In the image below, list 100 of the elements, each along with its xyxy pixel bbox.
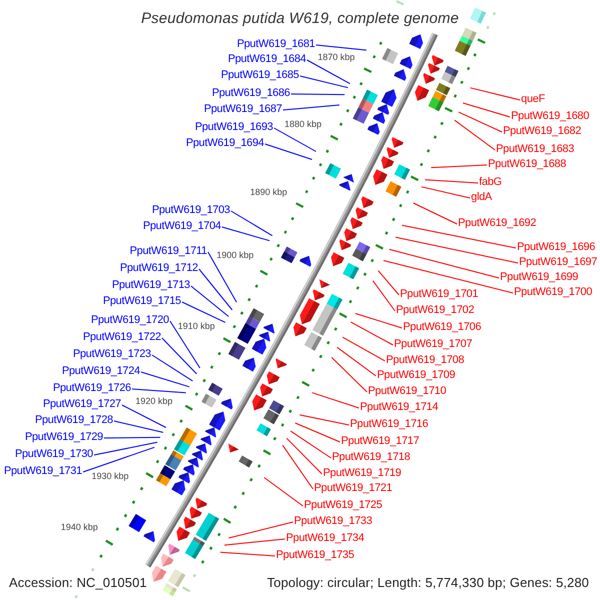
tick-label: 1870 kbp xyxy=(318,53,355,62)
leader-line xyxy=(286,438,322,474)
tick-label: 1930 kbp xyxy=(92,472,129,481)
gene-label: PputW619_1681 xyxy=(236,38,315,50)
leader-line xyxy=(224,538,286,546)
gene-label: PputW619_1735 xyxy=(276,549,354,561)
gene-label: PputW619_1702 xyxy=(396,304,474,316)
gene-label: gldA xyxy=(471,191,492,203)
gene-label: PputW619_1708 xyxy=(386,354,464,366)
gene-label: PputW619_1716 xyxy=(350,418,428,430)
leader-line xyxy=(290,94,346,96)
gene-label: PputW619_1717 xyxy=(341,435,420,447)
leader-line xyxy=(170,320,200,368)
leader-line xyxy=(383,260,514,294)
tick-label: 1940 kbp xyxy=(60,523,98,532)
gene-label: PputW619_1693 xyxy=(194,121,273,133)
leader-line xyxy=(424,179,478,184)
leader-line xyxy=(454,120,496,150)
leader-line xyxy=(290,430,332,458)
gene-label: PputW619_1694 xyxy=(186,137,264,149)
gene-label: PputW619_1718 xyxy=(332,451,410,463)
gene-label: PputW619_1726 xyxy=(52,382,131,394)
leader-line xyxy=(230,210,273,236)
leader-line xyxy=(122,404,166,428)
gene-label: PputW619_1710 xyxy=(368,385,446,397)
gene-label: PputW619_1714 xyxy=(360,401,438,413)
leader-line xyxy=(294,422,340,442)
gene-label: PputW619_1699 xyxy=(500,271,578,283)
gene-label: PputW619_1706 xyxy=(403,321,482,333)
gene-label: PputW619_1704 xyxy=(142,220,221,232)
leader-line xyxy=(182,302,226,323)
leader-line xyxy=(208,252,237,303)
leader-line xyxy=(282,444,314,490)
leader-line xyxy=(312,392,360,408)
leader-line xyxy=(220,552,276,556)
gene-label: PputW619_1733 xyxy=(294,515,372,527)
footer-text: Topology: circular; Length: 5,774,330 bp; Genes: 5,280 xyxy=(267,575,589,591)
leader-line xyxy=(282,104,340,110)
gene-label: PputW619_1715 xyxy=(102,295,181,307)
leader-line xyxy=(401,224,516,248)
leader-line xyxy=(299,414,350,426)
leader-line xyxy=(140,372,190,388)
gene-label: PputW619_1692 xyxy=(458,217,536,229)
gene-label: PputW619_1713 xyxy=(112,279,190,291)
gene-label: PputW619_1720 xyxy=(90,314,169,326)
leader-line xyxy=(306,60,350,84)
gene-label: PputW619_1729 xyxy=(24,431,103,443)
gene-label: PputW619_1712 xyxy=(120,262,198,274)
gene-label: PputW619_1687 xyxy=(204,103,282,115)
leader-line xyxy=(82,446,155,472)
gene-label: PputW619_1686 xyxy=(212,87,290,99)
leader-line xyxy=(378,270,400,296)
gene-label: PputW619_1688 xyxy=(488,158,566,170)
gene-label: PputW619_1731 xyxy=(4,465,82,477)
leader-line xyxy=(264,477,304,506)
leader-line xyxy=(228,522,294,538)
gene-label: PputW619_1700 xyxy=(514,286,592,298)
gene-label: PputW619_1722 xyxy=(82,331,161,343)
leader-line xyxy=(132,388,186,394)
gene-label: PputW619_1709 xyxy=(377,369,456,381)
leader-line xyxy=(388,248,500,278)
leader-line xyxy=(264,144,312,160)
leader-line xyxy=(421,186,470,198)
leader-line xyxy=(114,420,164,433)
leader-line xyxy=(342,336,386,362)
leader-line xyxy=(162,338,198,374)
leader-line xyxy=(458,112,502,132)
footer-text: Accession: NC_010501 xyxy=(9,575,147,591)
leader-line xyxy=(104,436,161,438)
leader-line xyxy=(462,102,510,118)
tick-label: 1880 kbp xyxy=(284,120,322,130)
gene-label: PputW619_1721 xyxy=(314,482,392,494)
leader-line xyxy=(350,322,394,346)
leader-line xyxy=(354,313,402,328)
leader-line xyxy=(331,356,368,392)
gene-label: PputW619_1724 xyxy=(62,365,140,377)
title: Pseudomonas putida W619, complete genome xyxy=(141,9,459,28)
leader-line xyxy=(222,226,270,242)
tick-label: 1910 kbp xyxy=(178,322,215,331)
gene-label: PputW619_1727 xyxy=(42,398,121,410)
gene-label: PputW619_1683 xyxy=(496,143,574,155)
leader-line xyxy=(274,128,316,152)
gene-label: queF xyxy=(521,93,545,105)
gene-label: PputW619_1725 xyxy=(304,499,382,511)
leader-line xyxy=(412,202,458,224)
gene-label: PputW619_1682 xyxy=(503,125,582,137)
gene-label: PputW619_1728 xyxy=(34,414,113,426)
gene-label: PputW619_1711 xyxy=(130,245,207,257)
gene-label: PputW619_1723 xyxy=(72,348,151,360)
gene-label: PputW619_1701 xyxy=(400,288,478,300)
leader-line xyxy=(372,280,396,312)
leader-line xyxy=(395,236,518,264)
leader-line xyxy=(430,164,488,168)
leader-line xyxy=(336,346,376,376)
tick-label: 1920 kbp xyxy=(135,396,172,406)
leader-line xyxy=(316,44,367,51)
gene-label: PputW619_1696 xyxy=(517,241,596,253)
gene-label: PputW619_1680 xyxy=(511,110,590,122)
leader-line xyxy=(470,87,520,100)
gene-label: PputW619_1684 xyxy=(228,53,306,65)
